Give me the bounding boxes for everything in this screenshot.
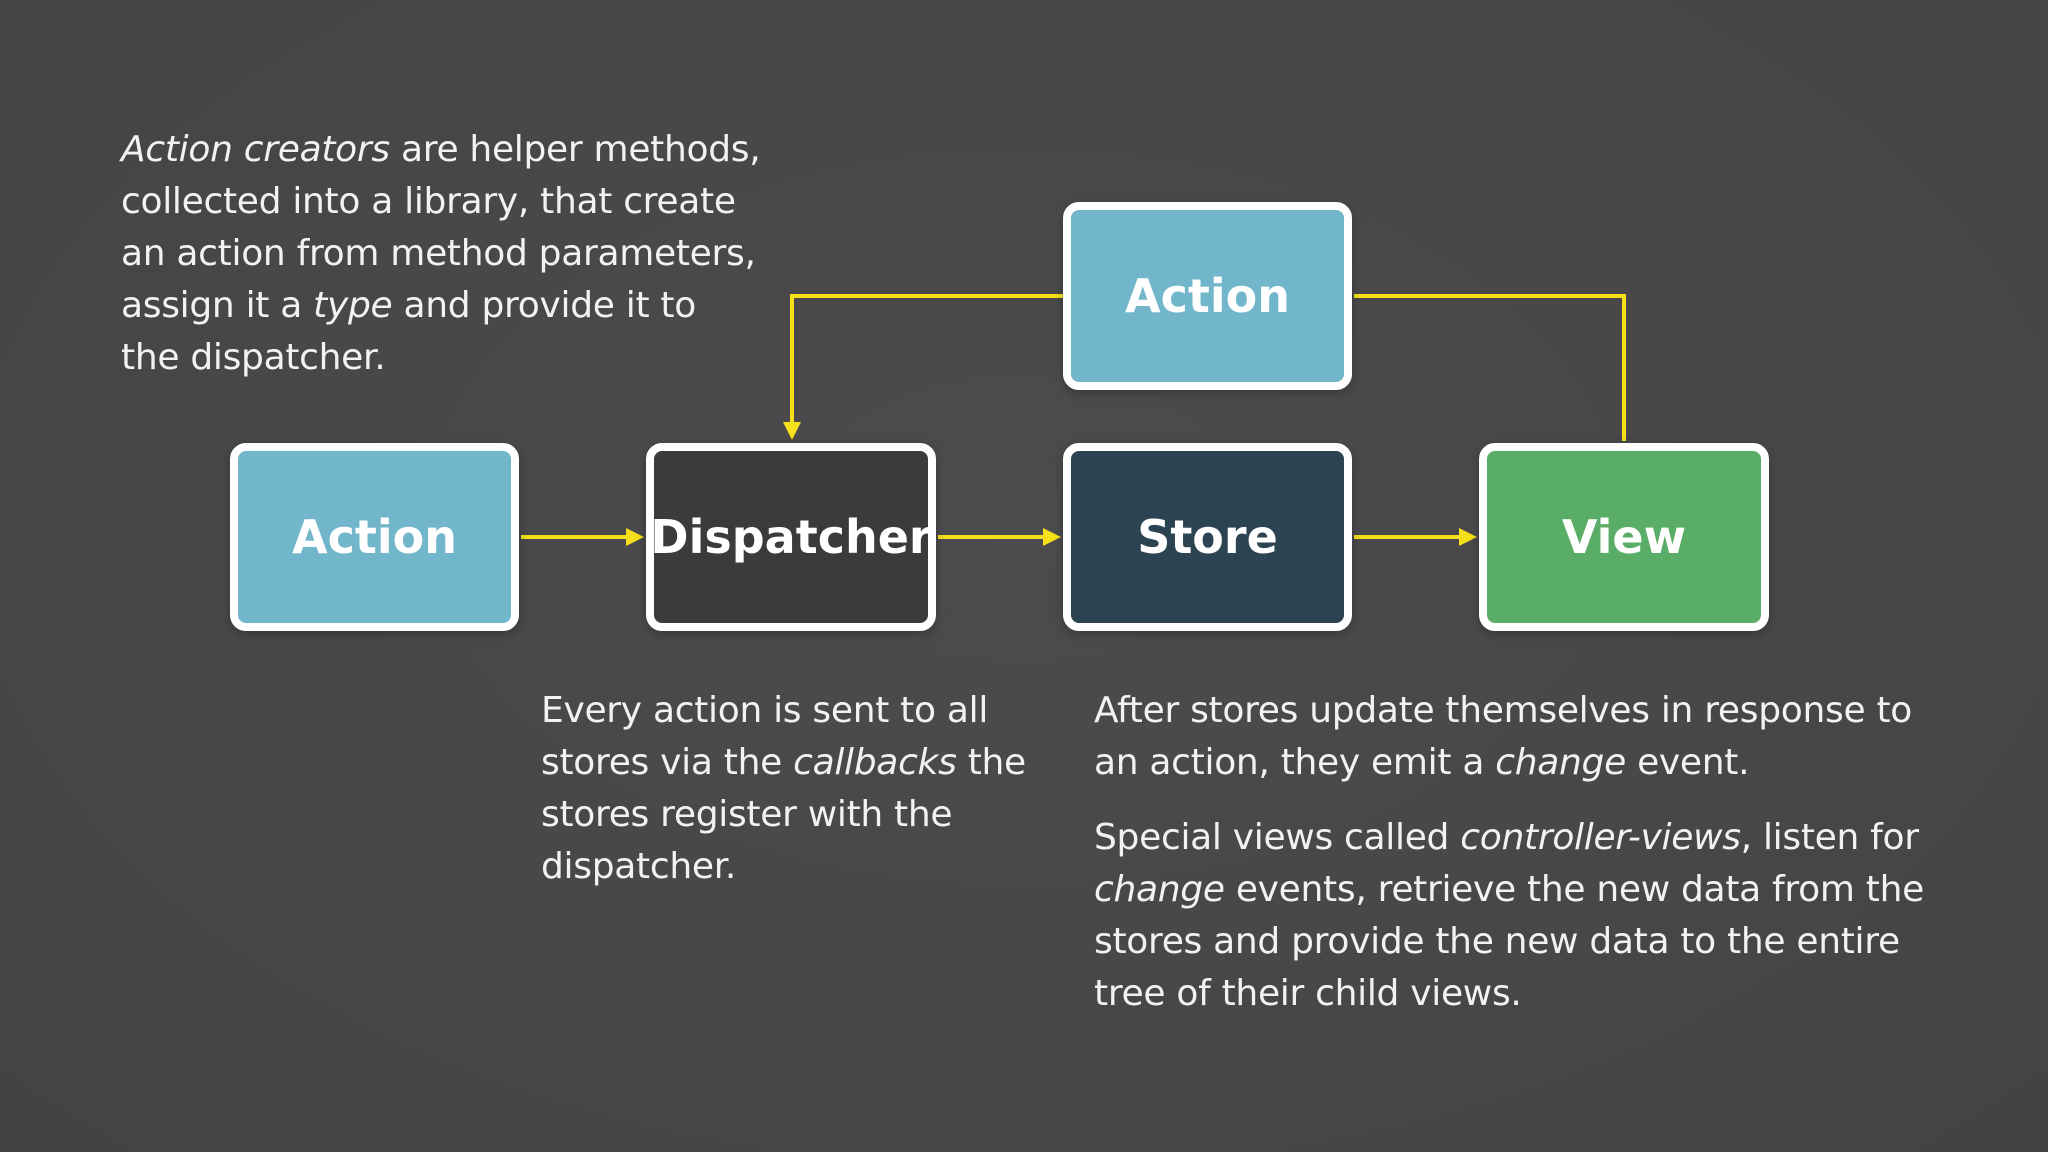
stores-caption: After stores update themselves in respon… [1094,685,1964,789]
caption-emphasis: change [1495,742,1626,783]
caption-text: After stores update themselves in respon… [1094,690,1912,783]
caption-emphasis: controller-views [1460,817,1741,858]
arrowhead-icon [626,528,644,546]
caption-text: , listen for [1740,817,1919,858]
connector-view-to-action [1354,294,1626,441]
action-node: Action [230,443,519,631]
caption-text: the stores register with the dispatcher. [541,742,1026,887]
arrowhead-icon [1459,528,1477,546]
caption-emphasis: change [1094,869,1225,910]
controller-views-caption: Special views called controller-views, l… [1094,812,1964,1020]
arrowhead-icon [783,422,801,440]
caption-text: event. [1625,742,1750,783]
action-node-top: Action [1063,202,1352,390]
arrowhead-icon [1043,528,1061,546]
caption-text: are helper methods, collected into a lib… [121,129,761,326]
caption-text: Every action is sent to all stores via t… [541,690,989,783]
connectors [521,294,1626,546]
action-creators-caption: Action creators are helper methods, coll… [121,124,761,384]
caption-emphasis: Action creators [121,129,390,170]
dispatcher-node: Dispatcher [646,443,936,631]
caption-text: and provide it to the dispatcher. [121,285,696,378]
view-node: View [1479,443,1769,631]
caption-text: events, retrieve the new data from the s… [1094,869,1924,1014]
arrow-action-to-dispatcher-top [790,294,1063,424]
store-node: Store [1063,443,1352,631]
dispatcher-caption: Every action is sent to all stores via t… [541,685,1061,893]
caption-text: Special views called [1094,817,1461,858]
caption-emphasis: type [313,285,393,326]
caption-emphasis: callbacks [793,742,957,783]
